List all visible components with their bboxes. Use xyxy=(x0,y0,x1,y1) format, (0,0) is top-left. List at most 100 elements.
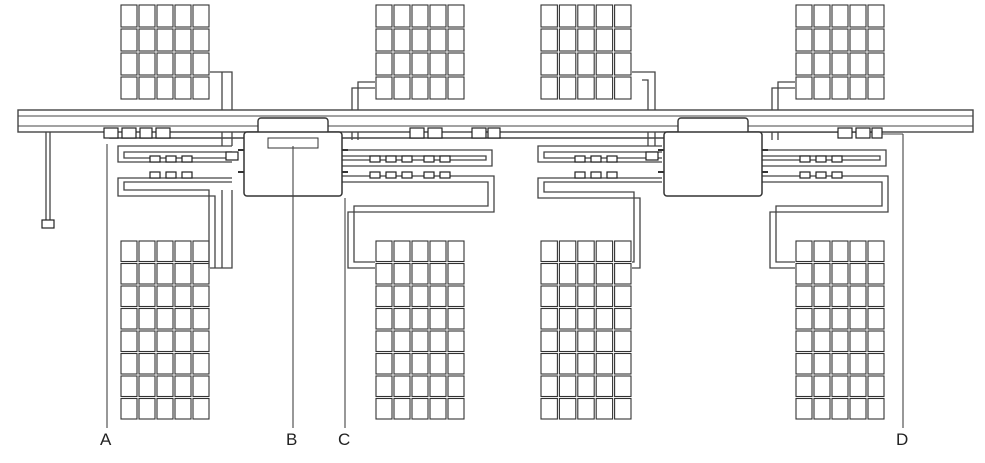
cable-connector xyxy=(149,155,161,163)
pv-cell xyxy=(849,76,867,100)
cable-connector xyxy=(487,127,501,139)
pv-cell xyxy=(867,307,885,330)
cable-connector xyxy=(574,155,586,163)
pv-cell xyxy=(192,52,210,76)
cable-connector xyxy=(837,127,853,139)
cable-connector xyxy=(799,155,811,163)
pv-cell xyxy=(540,52,558,76)
pv-cell xyxy=(447,285,465,308)
cable-connector xyxy=(471,127,487,139)
callout-c-label: C xyxy=(338,430,351,449)
pv-cell xyxy=(867,52,885,76)
pv-cell xyxy=(447,262,465,285)
pv-cell xyxy=(795,352,813,375)
pv-cell xyxy=(540,307,558,330)
cable-panel1-top xyxy=(210,71,233,146)
pv-cell xyxy=(831,262,849,285)
pv-cell xyxy=(192,285,210,308)
cable-connector xyxy=(369,155,381,163)
pv-cell xyxy=(849,307,867,330)
callout-a-label: A xyxy=(100,430,112,449)
cable-connector xyxy=(831,171,843,179)
cable-connector xyxy=(385,155,397,163)
pv-cell xyxy=(156,262,174,285)
pv-cell xyxy=(138,330,156,353)
pv-cell xyxy=(192,28,210,52)
pv-cell xyxy=(174,330,192,353)
pv-cell xyxy=(120,76,138,100)
pv-cell xyxy=(795,397,813,420)
cable-loop-r3 xyxy=(543,151,662,159)
cable-connector xyxy=(427,127,443,139)
pv-cell xyxy=(867,262,885,285)
pv-cell xyxy=(156,4,174,28)
pv-cell xyxy=(156,285,174,308)
pv-cell xyxy=(138,52,156,76)
pv-cell xyxy=(577,28,595,52)
solar-panel-8 xyxy=(795,240,885,420)
pv-cell xyxy=(813,76,831,100)
pv-cell xyxy=(138,375,156,398)
cable-connector xyxy=(165,171,177,179)
cable-connector xyxy=(103,127,119,139)
pv-cell xyxy=(138,397,156,420)
pv-cell xyxy=(447,330,465,353)
pv-cell xyxy=(120,330,138,353)
pv-cell xyxy=(411,240,429,263)
cable-loop-mid-4 xyxy=(342,181,489,263)
pv-cell xyxy=(540,352,558,375)
pv-cell xyxy=(577,330,595,353)
solar-panels xyxy=(120,4,885,420)
pv-cell xyxy=(429,262,447,285)
pv-cell xyxy=(558,285,577,308)
pv-cell xyxy=(156,28,174,52)
pv-cell xyxy=(375,375,393,398)
cable-panel5-top xyxy=(632,71,656,146)
pv-cell xyxy=(156,330,174,353)
pv-cell xyxy=(558,76,577,100)
pv-cell xyxy=(138,76,156,100)
pv-cell xyxy=(411,4,429,28)
cable-connector xyxy=(645,151,659,161)
pv-cell xyxy=(831,307,849,330)
cable-connector xyxy=(121,127,137,139)
pv-cell xyxy=(192,330,210,353)
pv-cell xyxy=(429,330,447,353)
pv-cell xyxy=(411,28,429,52)
pv-cell xyxy=(120,52,138,76)
cable-connector xyxy=(401,155,413,163)
pv-cell xyxy=(156,76,174,100)
pv-cell xyxy=(393,76,411,100)
pv-cell xyxy=(813,397,831,420)
pv-cell xyxy=(138,4,156,28)
pv-cell xyxy=(411,375,429,398)
pv-cell xyxy=(393,330,411,353)
pv-cell xyxy=(156,240,174,263)
pv-cell xyxy=(595,330,614,353)
pv-cell xyxy=(540,4,558,28)
pv-cell xyxy=(614,52,632,76)
pv-cell xyxy=(447,397,465,420)
pv-cell xyxy=(393,397,411,420)
pv-cell xyxy=(375,307,393,330)
pv-cell xyxy=(447,52,465,76)
pv-cell xyxy=(138,352,156,375)
pv-cell xyxy=(595,375,614,398)
pv-cell xyxy=(795,4,813,28)
cable-loop-left-4 xyxy=(123,181,232,268)
pv-cell xyxy=(614,4,632,28)
cable-loop-left-3 xyxy=(123,151,232,159)
cable-connector xyxy=(181,171,193,179)
pv-cell xyxy=(813,375,831,398)
pv-cell xyxy=(595,352,614,375)
pv-cell xyxy=(577,240,595,263)
pv-cell xyxy=(393,52,411,76)
solar-panel-3 xyxy=(375,4,465,100)
pv-cell xyxy=(375,262,393,285)
pv-cell xyxy=(867,352,885,375)
pv-cell xyxy=(813,330,831,353)
pv-cell xyxy=(138,285,156,308)
pv-cell xyxy=(831,375,849,398)
pv-cell xyxy=(120,4,138,28)
pv-cell xyxy=(375,285,393,308)
